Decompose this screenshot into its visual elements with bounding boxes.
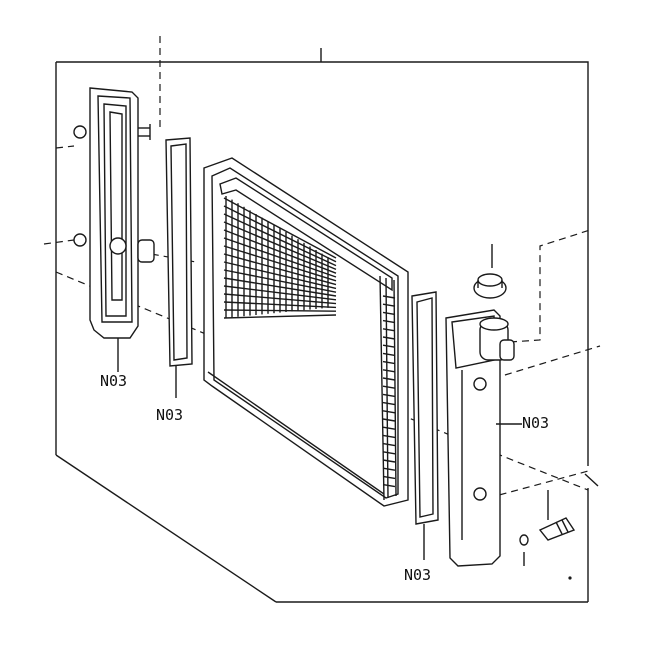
assembly-frame	[55, 48, 599, 603]
radiator-cap	[473, 244, 507, 299]
core-side-ticks	[382, 295, 396, 488]
left-gasket	[165, 137, 193, 398]
drain-cock	[538, 490, 576, 541]
radiator-core	[203, 157, 409, 507]
right-gasket	[411, 291, 439, 560]
label-right-gasket: N03	[404, 566, 431, 584]
label-right-tank: N03	[522, 414, 549, 432]
label-left-tank: N03	[100, 372, 127, 390]
core-fin-grid	[223, 196, 337, 319]
right-radiator-tank	[445, 309, 515, 567]
drain-o-ring	[519, 534, 529, 566]
small-dot-mark	[568, 576, 572, 580]
left-radiator-tank	[73, 87, 155, 372]
label-left-gasket: N03	[156, 406, 183, 424]
